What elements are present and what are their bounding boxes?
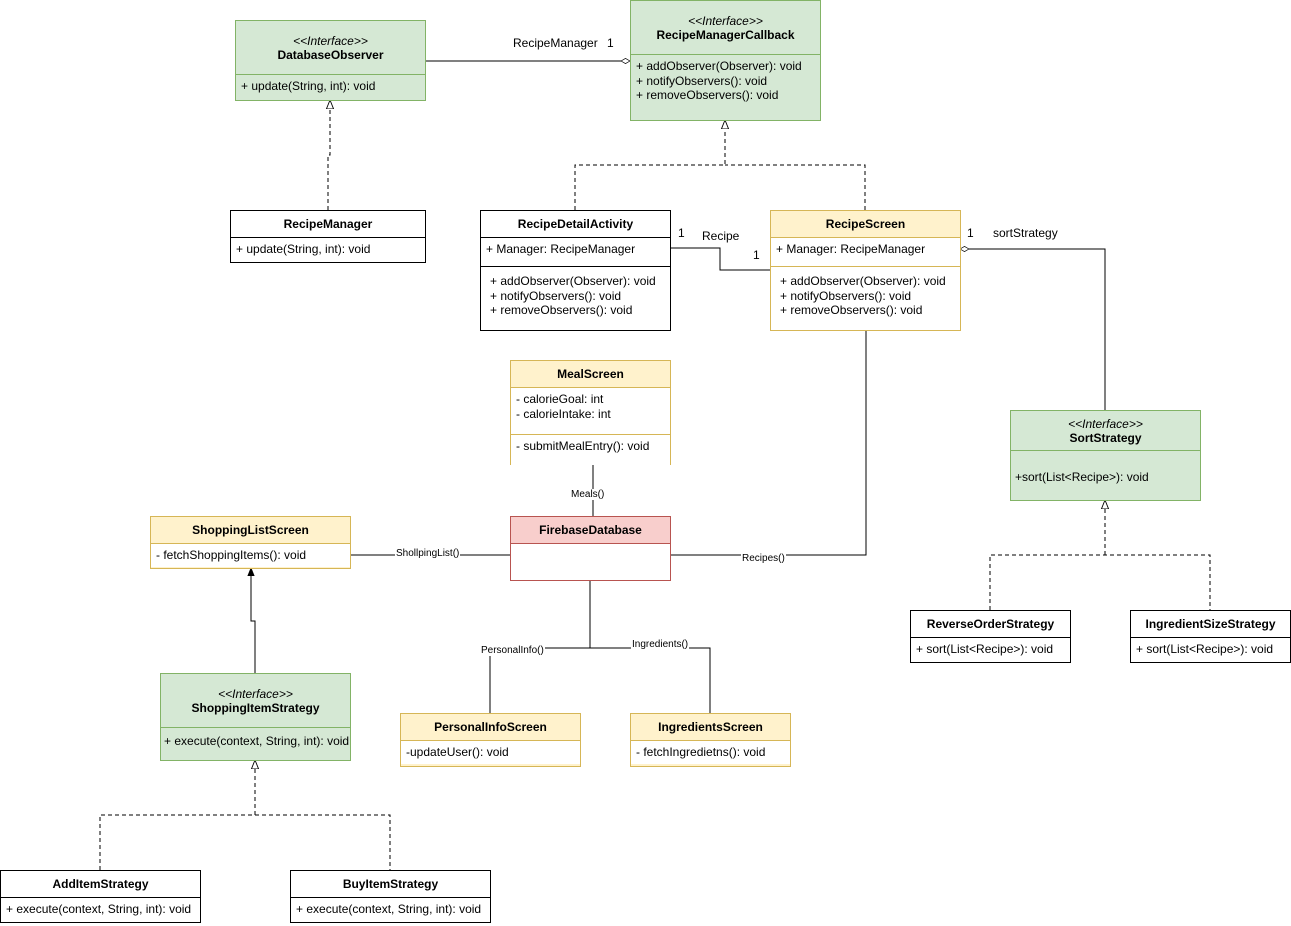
class-add-item-strategy[interactable]: AddItemStrategy + execute(context, Strin… (0, 870, 201, 923)
class-ingredient-size-strategy[interactable]: IngredientSizeStrategy + sort(List<Recip… (1130, 610, 1291, 663)
class-recipe-manager[interactable]: RecipeManager + update(String, int): voi… (230, 210, 426, 263)
edge-label-recipes: Recipes() (741, 553, 786, 564)
edge-label-personal-info: PersonalInfo() (480, 645, 545, 656)
class-personal-info-screen[interactable]: PersonalInfoScreen -updateUser(): void (400, 713, 581, 767)
role-label-sort-strategy: sortStrategy (993, 226, 1058, 240)
class-name: ShoppingListScreen (192, 523, 309, 537)
edge-label-shopping-list: ShollpingList() (395, 548, 461, 559)
method: + addObserver(Observer): void (780, 274, 946, 288)
realization-recipemanager (328, 100, 330, 210)
edge-label-ingredients: Ingredients() (631, 639, 690, 650)
stereotype-label: <<Interface>> (688, 13, 763, 28)
method: - fetchShoppingItems(): void (156, 548, 307, 562)
method: + addObserver(Observer): void (490, 274, 656, 288)
stereotype-label: <<Interface>> (1068, 416, 1143, 431)
class-shopping-list-screen[interactable]: ShoppingListScreen - fetchShoppingItems(… (150, 516, 351, 569)
method: +sort(List<Recipe>): void (1015, 470, 1149, 484)
multiplicity-label: 1 (967, 226, 974, 240)
class-name: FirebaseDatabase (539, 523, 642, 537)
stereotype-label: <<Interface>> (293, 33, 368, 48)
method: + execute(context, String, int): void (296, 902, 482, 916)
method: - fetchIngredietns(): void (636, 745, 766, 759)
role-label-recipe-manager: RecipeManager (513, 36, 598, 50)
multiplicity-label: 1 (607, 36, 614, 50)
method: + notifyObservers(): void (636, 73, 768, 88)
class-database-observer[interactable]: <<Interface>> DatabaseObserver + update(… (235, 20, 426, 101)
class-shopping-item-strategy[interactable]: <<Interface>> ShoppingItemStrategy + exe… (160, 673, 351, 761)
method: + sort(List<Recipe>): void (1136, 642, 1274, 656)
class-firebase-database[interactable]: FirebaseDatabase (510, 516, 671, 581)
method: + sort(List<Recipe>): void (916, 642, 1054, 656)
method: + removeObservers(): void (780, 303, 923, 317)
realization-recipedetail (574, 120, 725, 210)
class-name: BuyItemStrategy (342, 877, 439, 891)
attribute: + Manager: RecipeManager (486, 242, 636, 256)
realization-recipescreen (725, 164, 866, 210)
role-label-recipe: Recipe (702, 229, 740, 243)
class-name: SortStrategy (1069, 430, 1142, 445)
class-name: DatabaseObserver (277, 47, 384, 62)
method: + removeObservers(): void (490, 303, 633, 317)
class-name: MealScreen (557, 367, 624, 381)
attribute: + Manager: RecipeManager (776, 242, 926, 256)
method: + removeObservers(): void (636, 88, 779, 102)
class-name: PersonalInfoScreen (434, 720, 547, 734)
edge-label-meals: Meals() (570, 489, 606, 500)
class-name: RecipeManagerCallback (656, 27, 795, 42)
association-recipe (670, 247, 770, 271)
association-recipes (670, 330, 867, 556)
class-name: RecipeManager (283, 217, 373, 231)
class-name: ShoppingItemStrategy (191, 700, 320, 715)
class-reverse-order-strategy[interactable]: ReverseOrderStrategy + sort(List<Recipe>… (910, 610, 1071, 663)
method: + execute(context, String, int): void (164, 734, 350, 748)
class-name: RecipeDetailActivity (517, 217, 634, 231)
class-recipe-detail-activity[interactable]: RecipeDetailActivity + Manager: RecipeMa… (480, 210, 671, 331)
class-name: RecipeScreen (825, 217, 906, 231)
class-sort-strategy[interactable]: <<Interface>> SortStrategy +sort(List<Re… (1010, 410, 1201, 501)
association-ingredients (590, 647, 711, 713)
method: + execute(context, String, int): void (6, 902, 192, 916)
multiplicity-label: 1 (753, 248, 760, 262)
class-meal-screen[interactable]: MealScreen - calorieGoal: int - calorieI… (510, 360, 671, 465)
method: + update(String, int): void (241, 79, 376, 93)
dependency-shopping-strategy (251, 568, 256, 673)
class-buy-item-strategy[interactable]: BuyItemStrategy + execute(context, Strin… (290, 870, 491, 923)
method: + addObserver(Observer): void (636, 59, 802, 73)
method: - submitMealEntry(): void (516, 439, 650, 453)
attribute: - calorieGoal: int (516, 392, 604, 406)
method: + update(String, int): void (236, 242, 371, 256)
class-recipe-manager-callback[interactable]: <<Interface>> RecipeManagerCallback + ad… (630, 0, 821, 121)
class-name: IngredientSizeStrategy (1145, 617, 1276, 631)
realization-itemstrategies (99, 760, 391, 870)
class-name: ReverseOrderStrategy (926, 617, 1055, 631)
multiplicity-label: 1 (678, 226, 685, 240)
association-sortstrategy (960, 249, 1106, 410)
class-recipe-screen[interactable]: RecipeScreen + Manager: RecipeManager + … (770, 210, 961, 331)
stereotype-label: <<Interface>> (218, 686, 293, 701)
method: -updateUser(): void (406, 745, 509, 759)
realization-sortstrategies (989, 500, 1211, 610)
attribute: - calorieIntake: int (516, 406, 611, 421)
method: + notifyObservers(): void (490, 288, 622, 303)
method: + notifyObservers(): void (780, 288, 912, 303)
class-ingredients-screen[interactable]: IngredientsScreen - fetchIngredietns(): … (630, 713, 791, 767)
class-name: IngredientsScreen (658, 720, 763, 734)
class-name: AddItemStrategy (52, 877, 149, 891)
